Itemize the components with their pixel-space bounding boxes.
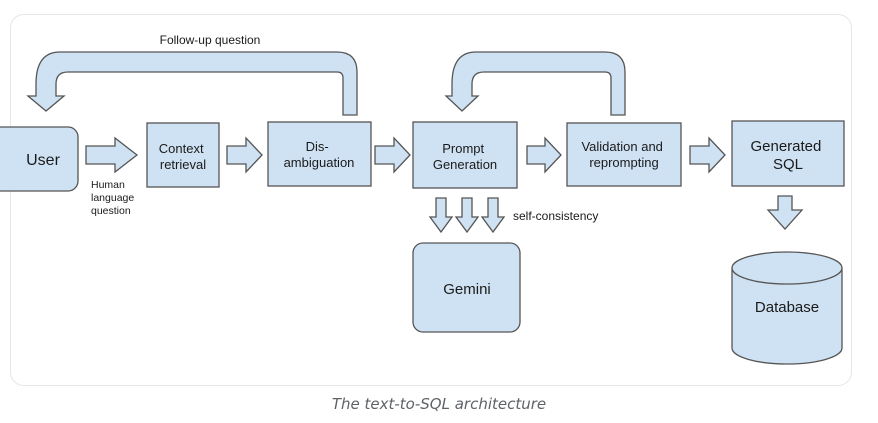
arrow-context-to-disambiguation <box>226 136 263 174</box>
figure-caption: The text-to-SQL architecture <box>331 395 547 413</box>
node-prompt-generation <box>412 121 518 189</box>
node-disambiguation <box>267 121 372 187</box>
diagram-frame <box>10 14 852 386</box>
arrow-validation-to-sql <box>689 136 726 174</box>
arrow-prompt-to-gemini-2 <box>454 197 480 234</box>
arrow-prompt-to-gemini-1 <box>428 197 454 234</box>
edge-label-self-consistency: self-consistency <box>513 209 598 223</box>
arrow-user-to-context <box>85 136 139 174</box>
arrow-sql-to-database <box>766 195 804 230</box>
node-user-label: User <box>26 152 60 169</box>
node-context-retrieval <box>146 122 220 188</box>
node-context-retrieval-label: Context retrieval <box>159 141 207 172</box>
node-validation-label: Validation and reprompting <box>581 139 666 170</box>
node-user <box>0 126 79 192</box>
node-prompt-generation-label: Prompt Generation <box>433 141 497 172</box>
reprompt-loop-arrow <box>444 51 626 116</box>
node-gemini-label: Gemini <box>443 281 491 298</box>
node-database-label: Database <box>755 299 819 316</box>
node-gemini <box>412 242 521 333</box>
node-validation <box>566 122 682 187</box>
arrow-disambiguation-to-prompt <box>374 136 411 174</box>
node-database <box>731 251 843 365</box>
edge-label-follow-up: Follow-up question <box>160 33 261 47</box>
node-generated-sql <box>731 120 845 187</box>
arrow-prompt-to-validation <box>526 136 562 174</box>
arrow-prompt-to-gemini-3 <box>480 197 506 234</box>
node-disambiguation-label: Dis- ambiguation <box>284 139 355 170</box>
edge-label-human-question: Human language question <box>91 179 137 217</box>
node-generated-sql-label: Generated SQL <box>750 138 825 173</box>
follow-up-loop-arrow <box>26 51 358 116</box>
